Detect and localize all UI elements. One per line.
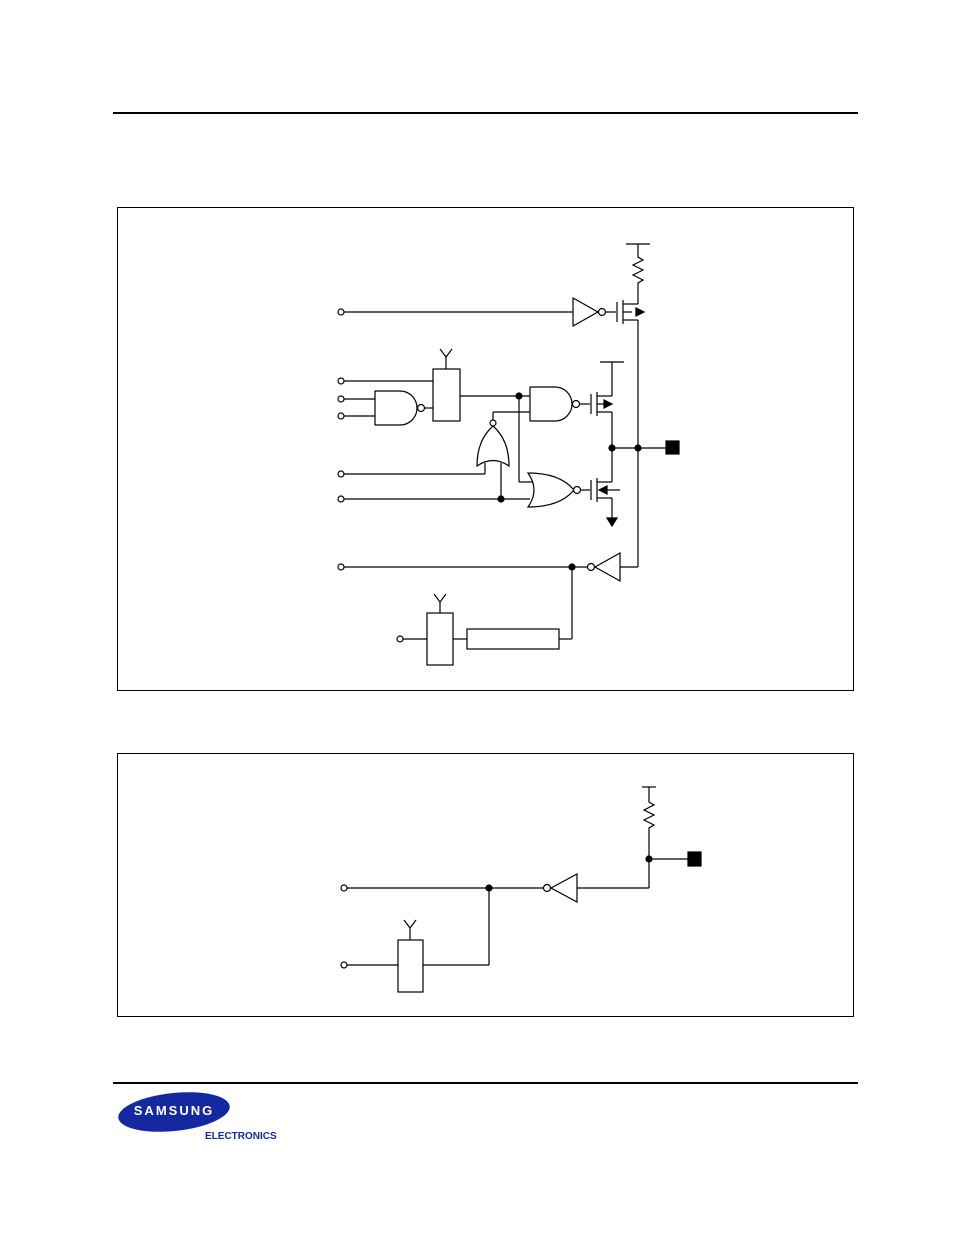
input-terminal <box>338 309 344 315</box>
footer-rule <box>113 1082 858 1084</box>
input-inverter <box>595 553 620 581</box>
pull-up-resistor <box>633 252 643 288</box>
input-terminal <box>338 378 344 384</box>
latch-block <box>433 369 460 421</box>
input-terminal <box>341 885 347 891</box>
delay-block <box>467 629 559 649</box>
input-terminal <box>338 496 344 502</box>
latch-block-lower <box>427 613 453 665</box>
lower-circuit <box>341 787 701 992</box>
input-terminal <box>338 564 344 570</box>
input-terminal <box>338 471 344 477</box>
nor-gate-lower <box>528 473 574 507</box>
nand-gate-upper <box>530 387 572 421</box>
samsung-logo: SAMSUNG ELECTRONICS <box>118 1093 278 1148</box>
input-terminal <box>397 636 403 642</box>
upper-circuit <box>338 244 679 665</box>
input-terminal <box>341 962 347 968</box>
latch-block <box>398 940 423 992</box>
logo-division: ELECTRONICS <box>205 1131 277 1142</box>
logo-word: SAMSUNG <box>118 1103 230 1118</box>
input-inverter <box>551 874 577 902</box>
inverter-gate <box>573 298 598 326</box>
nor-gate-middle <box>477 426 509 466</box>
input-terminal <box>338 396 344 402</box>
nand-gate <box>375 391 417 425</box>
output-pad <box>688 852 701 866</box>
output-pad <box>666 441 679 454</box>
input-terminal <box>338 413 344 419</box>
pull-up-resistor <box>644 796 654 859</box>
